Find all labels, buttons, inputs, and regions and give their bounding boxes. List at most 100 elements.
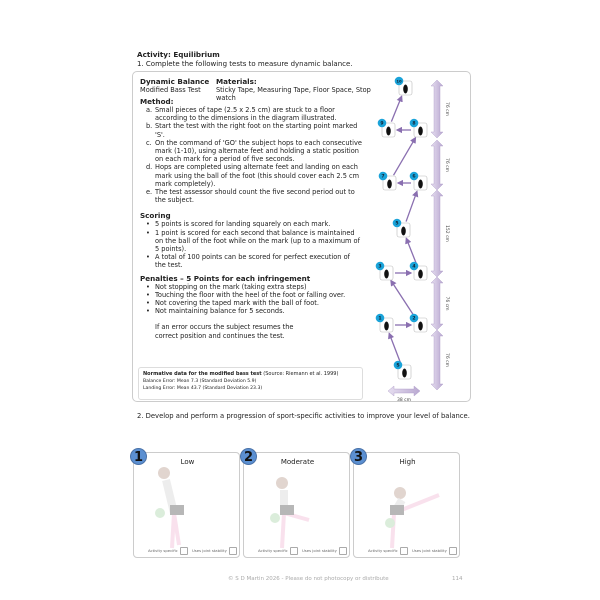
materials-list: Sticky Tape, Measuring Tape, Floor Space… [216,86,371,103]
scoring-item: A total of 100 points can be scored for … [140,253,362,269]
distance-dimension: 76 cm [430,139,450,191]
activity-specific-checkbox[interactable]: Activity specific [258,547,298,555]
scoring-list: 5 points is scored for landing squarely … [140,220,362,269]
method-step: e.The test assessor should count the fiv… [146,188,355,205]
foot-mark: 5 [392,218,411,238]
level-number-badge: 3 [350,448,367,465]
normative-source: (Source: Riemann et al. 1999) [263,371,339,377]
hop-arrow [405,237,418,265]
mark-label: S [396,363,399,369]
part2-instruction: 2. Develop and perform a progression of … [137,412,470,420]
foot-mark: S [393,360,412,380]
width-label: 38 cm [397,397,411,403]
foot-mark: 10 [394,76,413,96]
panel-title: Low [180,458,195,466]
penalty-note: If an error occurs the subject resumes t… [155,323,294,340]
mark-label: 8 [412,121,415,127]
foot-mark: 4 [409,261,428,281]
foot-icon [384,269,389,279]
foot-icon [418,269,423,279]
method-step: b.Start the test with the right foot on … [146,122,358,139]
hop-arrow [392,136,417,176]
method-section: Method: a.Small pieces of tape (2.5 x 2.… [140,97,362,340]
activity-instruction: 1. Complete the following tests to measu… [137,60,353,68]
materials: Materials: Sticky Tape, Measuring Tape, … [216,77,386,102]
exercise-figure [270,477,310,549]
penalties-heading: Penalties – 5 Points for each infringeme… [140,273,311,283]
foot-icon [418,321,423,331]
materials-heading: Materials: [216,77,257,86]
penalties-list: Not stopping on the mark (taking extra s… [140,283,362,316]
activity-panel: High Activity specific Uses joint stabil… [353,452,460,558]
hop-arrow [390,95,403,122]
penalty-item: Touching the floor with the heel of the … [140,291,362,299]
footer-copyright: © S D Martin 2026 - Please do not photoc… [228,576,389,582]
scoring-heading: Scoring [140,211,171,221]
joint-stability-checkbox[interactable]: Uses joint stability [192,547,237,555]
mark-label: 6 [412,174,415,180]
penalty-item: Not stopping on the mark (taking extra s… [140,283,362,291]
joint-stability-checkbox[interactable]: Uses joint stability [302,547,347,555]
mark-label: 1 [378,316,381,322]
mark-label: 3 [378,264,381,270]
foot-icon [386,126,391,136]
penalty-item: Not covering the taped mark with the bal… [140,299,362,307]
method-steps: a.Small pieces of tape (2.5 x 2.5 cm) ar… [140,106,362,204]
distance-label: 76 cm [444,158,450,172]
level-number-badge: 2 [240,448,257,465]
distance-dimension: 76 cm [430,276,450,331]
foot-mark: 3 [375,261,394,281]
foot-icon [384,321,389,331]
mark-label: 5 [395,221,398,227]
joint-stability-checkbox[interactable]: Uses joint stability [412,547,457,555]
mark-label: 4 [412,264,415,270]
scoring-item: 1 point is scored for each second that b… [140,229,362,254]
mark-label: 7 [381,174,384,180]
test-heading: Dynamic Balance [140,77,210,86]
normative-data-box: Normative data for the modified bass tes… [138,367,363,400]
hop-arrow [405,190,419,222]
foot-mark: 9 [377,118,396,138]
foot-mark: 6 [409,171,428,191]
activity-title: Activity: Equilibrium [137,50,220,59]
landing-error: Landing Error: Mean 43.7 (Standard Devia… [143,386,263,391]
foot-mark: 2 [409,313,428,333]
activity-panel: Moderate Activity specific Uses joint st… [243,452,350,558]
panel-title: High [399,458,416,466]
penalty-item: Not maintaining balance for 5 seconds. [140,307,362,315]
distance-dimension: 76 cm [430,79,450,139]
method-step: c.On the command of 'GO' the subject hop… [146,138,362,164]
foot-icon [418,179,423,189]
distance-label: 76 cm [444,102,450,116]
distance-label: 76 cm [444,296,450,310]
foot-mark: 8 [409,118,428,138]
foot-mark: 7 [378,171,397,191]
mark-label: 2 [412,316,415,322]
method-step: a.Small pieces of tape (2.5 x 2.5 cm) ar… [146,106,337,123]
test-box [132,71,471,402]
level-number-badge: 1 [130,448,147,465]
foot-mark: 1 [375,313,394,333]
scoring-item: 5 points is scored for landing squarely … [140,220,362,228]
method-heading: Method: [140,97,174,106]
page-number: 114 [452,576,463,582]
activity-specific-checkbox[interactable]: Activity specific [148,547,188,555]
bass-test-diagram: 10 9 8 7 6 5 3 4 1 2 S 76 cm 76 cm 152 c… [375,76,450,403]
distance-dimension: 152 cm [430,189,450,278]
hop-arrow [388,332,402,364]
test-header: Dynamic Balance Modified Bass Test [140,77,209,94]
mark-label: 10 [396,79,402,84]
activity-specific-checkbox[interactable]: Activity specific [368,547,408,555]
activity-panel: Low Activity specific Uses joint stabili… [133,452,240,558]
normative-title: Normative data for the modified bass tes… [143,371,262,377]
exercise-figure [385,487,440,549]
width-dimension: 38 cm [387,385,421,403]
mark-label: 9 [380,121,383,127]
foot-icon [402,368,407,378]
balance-error: Balance Error: Mean 7.3 (Standard Deviat… [143,379,257,384]
panel-title: Moderate [280,458,315,466]
foot-icon [387,179,392,189]
distance-dimension: 76 cm [430,329,450,391]
foot-icon [403,84,408,94]
foot-icon [418,126,423,136]
